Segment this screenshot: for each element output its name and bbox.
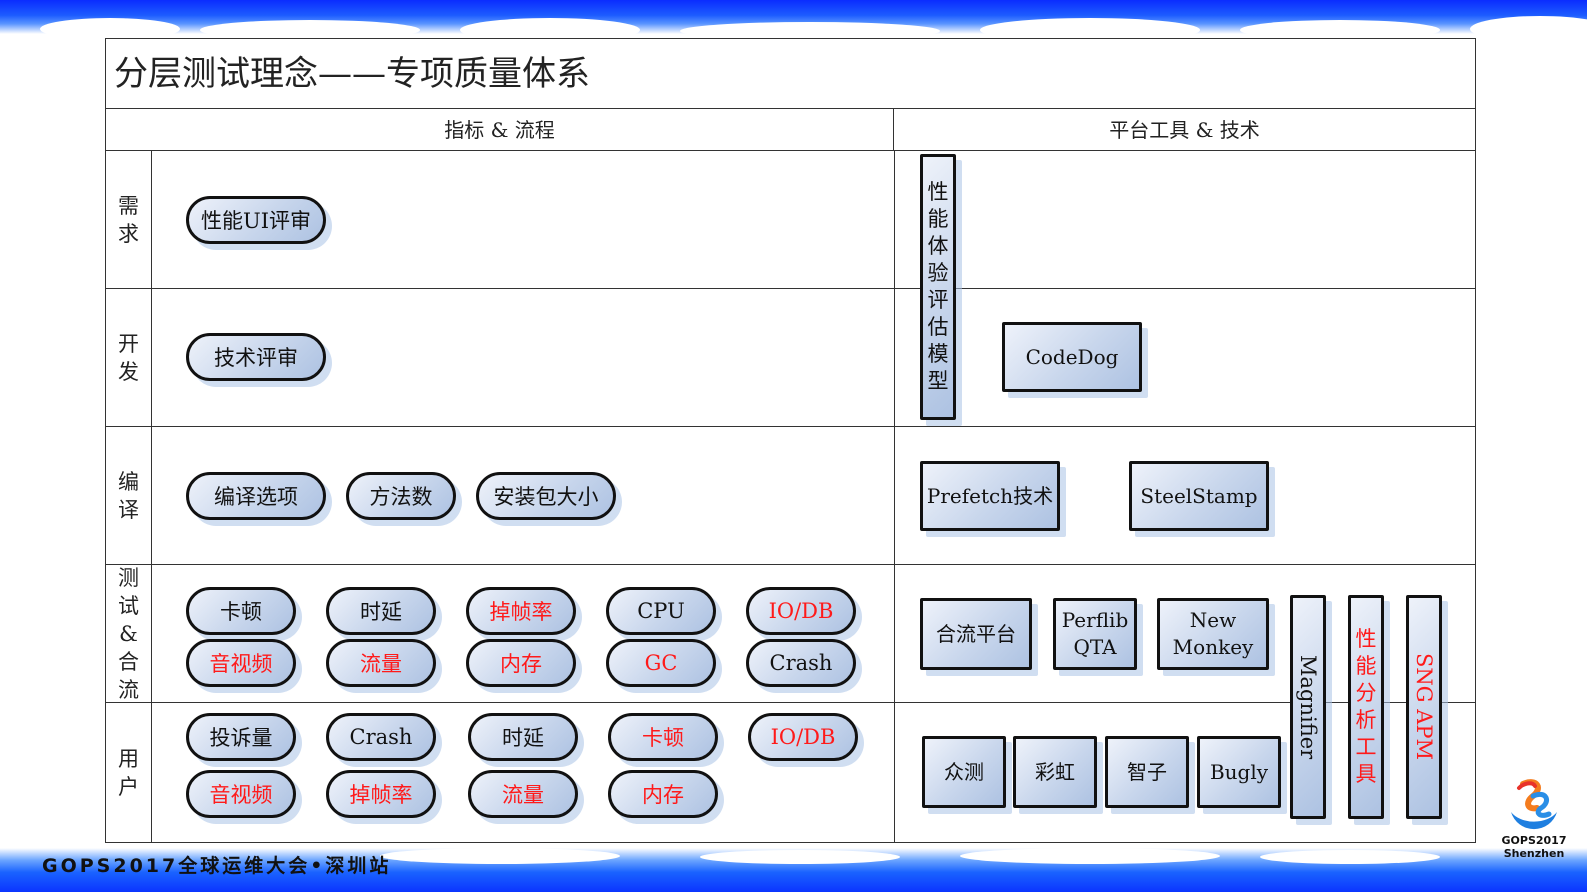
stage-row-compile: 编译 编译选项 方法数 安装包大小 Prefetch技术 SteelStamp xyxy=(106,427,1475,565)
metric-pill-compile-options[interactable]: 编译选项 xyxy=(186,472,326,520)
bottom-sky-banner xyxy=(0,848,1587,892)
stage-label-testing: 测试&合流 xyxy=(106,565,152,702)
tool-box-crowd-test[interactable]: 众测 xyxy=(922,736,1006,808)
column-divider xyxy=(894,289,895,426)
stage-row-development: 开发 技术评审 CodeDog xyxy=(106,289,1475,427)
metric-pill-io-db[interactable]: IO/DB xyxy=(746,587,856,635)
stage-row-user: 用户 投诉量 Crash 时延 卡顿 IO/DB 音视频 掉帧率 流量 内存 众… xyxy=(106,703,1475,842)
metric-pill-traffic[interactable]: 流量 xyxy=(326,639,436,687)
metric-pill-crash[interactable]: Crash xyxy=(326,713,436,761)
column-divider xyxy=(894,427,895,564)
tool-bar-perf-experience-model[interactable]: 性能体验评估模型 xyxy=(920,154,956,420)
tool-bar-perf-analysis[interactable]: 性能分析工具 xyxy=(1348,595,1384,819)
metric-pill-audio-video[interactable]: 音视频 xyxy=(186,639,296,687)
metric-pill-cpu[interactable]: CPU xyxy=(606,587,716,635)
column-header-tools: 平台工具 & 技术 xyxy=(894,109,1475,151)
stage-label-compile: 编译 xyxy=(106,427,152,564)
metric-pill-crash[interactable]: Crash xyxy=(746,639,856,687)
gops-logo: GOPS2017 Shenzhen xyxy=(1495,772,1573,872)
column-header-metrics: 指标 & 流程 xyxy=(106,109,894,151)
metric-pill-latency[interactable]: 时延 xyxy=(326,587,436,635)
tool-box-rainbow[interactable]: 彩虹 xyxy=(1013,736,1097,808)
tool-box-bugly[interactable]: Bugly xyxy=(1197,736,1281,808)
stage-label-requirement: 需求 xyxy=(106,151,152,288)
metric-pill-latency[interactable]: 时延 xyxy=(468,713,578,761)
metric-pill-jank[interactable]: 卡顿 xyxy=(186,587,296,635)
metric-pill-jank[interactable]: 卡顿 xyxy=(608,713,718,761)
tool-box-merge-platform[interactable]: 合流平台 xyxy=(920,598,1032,670)
top-sky-banner xyxy=(0,0,1587,42)
tool-bar-magnifier[interactable]: Magnifier xyxy=(1290,595,1326,819)
metric-pill-memory[interactable]: 内存 xyxy=(466,639,576,687)
metric-pill-perf-ui-review[interactable]: 性能UI评审 xyxy=(186,196,326,244)
event-footer: GOPS2017全球运维大会•深圳站 xyxy=(42,855,392,877)
metric-pill-io-db[interactable]: IO/DB xyxy=(748,713,858,761)
stage-label-development: 开发 xyxy=(106,289,152,426)
column-divider xyxy=(894,151,895,288)
tool-box-zhizi[interactable]: 智子 xyxy=(1105,736,1189,808)
column-divider xyxy=(894,703,895,842)
tool-box-steelstamp[interactable]: SteelStamp xyxy=(1129,461,1269,531)
stage-row-testing: 测试&合流 卡顿 时延 掉帧率 CPU IO/DB 音视频 流量 内存 GC C… xyxy=(106,565,1475,703)
stage-row-requirement: 需求 性能UI评审 xyxy=(106,151,1475,289)
page-title: 分层测试理念——专项质量体系 xyxy=(106,39,1475,109)
metric-pill-complaints[interactable]: 投诉量 xyxy=(186,713,296,761)
metric-pill-package-size[interactable]: 安装包大小 xyxy=(476,472,616,520)
gops-logo-icon xyxy=(1503,772,1565,834)
quality-system-table: 分层测试理念——专项质量体系 指标 & 流程 平台工具 & 技术 需求 性能UI… xyxy=(105,38,1476,843)
metric-pill-frame-drop[interactable]: 掉帧率 xyxy=(326,770,436,818)
metric-pill-tech-review[interactable]: 技术评审 xyxy=(186,333,326,381)
metric-pill-audio-video[interactable]: 音视频 xyxy=(186,770,296,818)
metric-pill-gc[interactable]: GC xyxy=(606,639,716,687)
column-divider xyxy=(894,565,895,702)
tool-box-codedog[interactable]: CodeDog xyxy=(1002,322,1142,392)
metric-pill-memory[interactable]: 内存 xyxy=(608,770,718,818)
tool-box-prefetch[interactable]: Prefetch技术 xyxy=(920,461,1060,531)
stage-label-user: 用户 xyxy=(106,703,152,842)
metric-pill-traffic[interactable]: 流量 xyxy=(468,770,578,818)
metric-pill-method-count[interactable]: 方法数 xyxy=(346,472,456,520)
metric-pill-frame-drop[interactable]: 掉帧率 xyxy=(466,587,576,635)
tool-bar-sng-apm[interactable]: SNG APM xyxy=(1406,595,1442,819)
